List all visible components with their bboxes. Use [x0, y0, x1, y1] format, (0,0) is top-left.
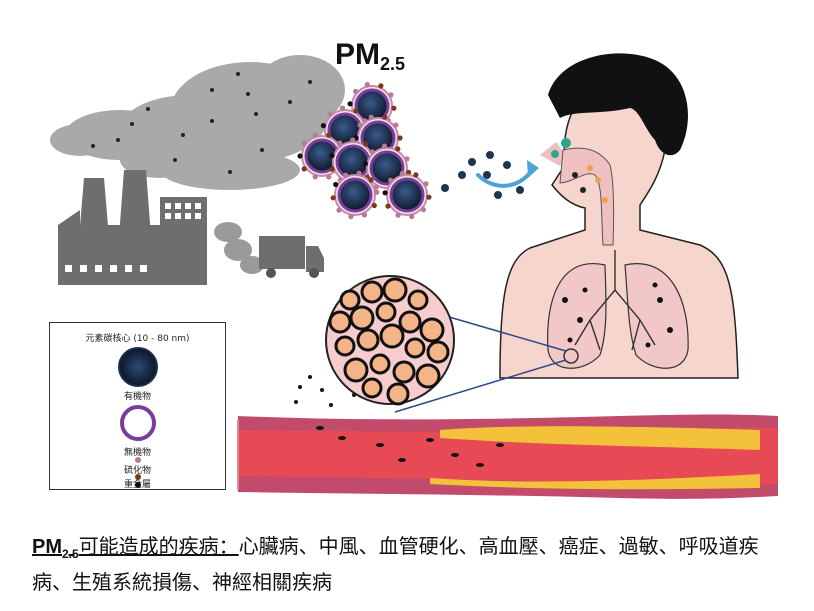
legend-label-carbon-core: 元素碳核心 (10 - 80 nm) — [85, 334, 190, 344]
caption-pm25-main: PM — [32, 536, 62, 558]
blood-vessel — [237, 414, 778, 499]
particle-legend: 元素碳核心 (10 - 80 nm) 有機物 無機物 硫化物 重金屬 — [49, 322, 226, 490]
caption-pm25-sub: 2.5 — [62, 547, 79, 561]
disease-caption: PM2.5可能造成的疾病：心臟病、中風、血管硬化、高血壓、癌症、過敏、呼吸道疾病… — [32, 532, 792, 596]
pm25-title-main: PM — [335, 38, 380, 71]
lungs — [547, 250, 689, 369]
factory-windows — [65, 203, 201, 272]
alveolus-magnified — [325, 275, 567, 413]
caption-diseases: 心臟病、中風、血管硬化、高血壓、癌症、過敏、呼吸道疾病、生殖系統損傷、神經相關疾… — [32, 534, 759, 594]
smoke-cloud — [50, 55, 345, 190]
legend-heavy-metal-dot-icon — [135, 482, 141, 488]
nasal-particles — [551, 138, 608, 203]
legend-organic-ring-icon — [120, 405, 156, 441]
inhale-arrow — [476, 160, 539, 188]
airborne-particles — [441, 151, 524, 199]
legend-inorganic-dot-icon — [135, 457, 141, 463]
pm25-title-sub: 2.5 — [380, 54, 406, 74]
caption-pm25: PM2.5 — [32, 536, 79, 561]
legend-carbon-core-icon — [118, 347, 158, 387]
factory — [58, 170, 207, 285]
legend-label-organic: 有機物 — [123, 392, 151, 402]
vessel-particles — [294, 375, 504, 467]
legend-label-inorganic: 無機物 — [123, 448, 151, 458]
legend-label-sulfide: 硫化物 — [123, 466, 151, 476]
lung-focus-marker — [563, 348, 579, 364]
truck — [259, 236, 324, 278]
pm25-title: PM2.5 — [335, 38, 405, 75]
pm25-particle-cluster — [297, 81, 432, 220]
truck-exhaust — [214, 222, 264, 274]
legend-sulfide-dot-icon — [135, 474, 141, 480]
lung-particles — [562, 282, 673, 348]
smoke-particles — [91, 72, 312, 174]
caption-lead: 可能造成的疾病： — [78, 534, 239, 558]
human-figure — [499, 53, 739, 379]
